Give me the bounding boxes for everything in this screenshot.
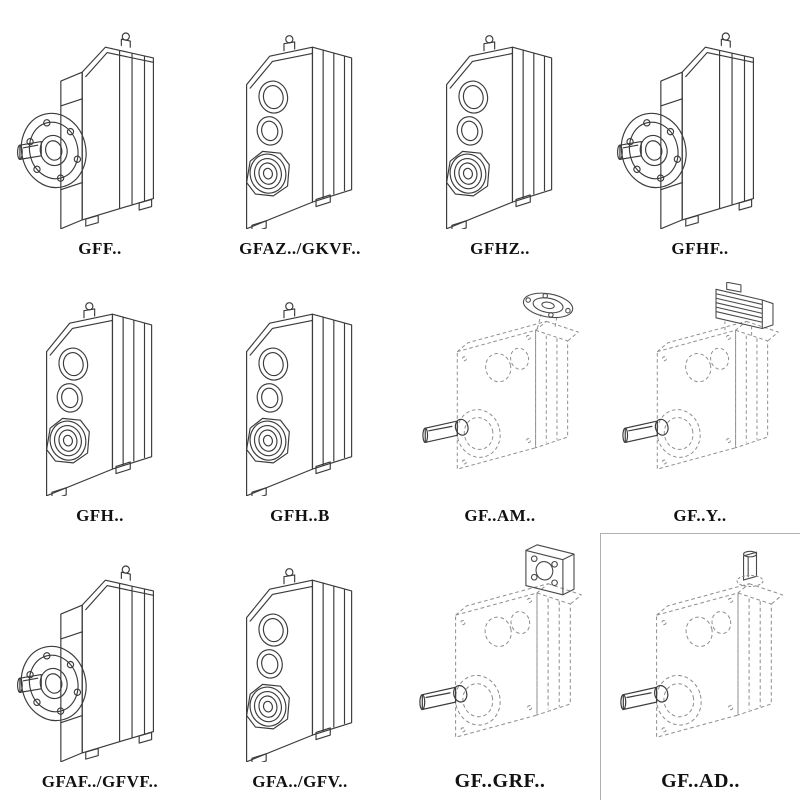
drawing-area	[602, 271, 798, 507]
model-label: GFH..B	[270, 505, 330, 525]
catalog-item: GFHZ..	[400, 0, 600, 267]
phantom-gearbox-top-flange-drawing	[411, 282, 589, 496]
drawing-area	[603, 538, 798, 770]
catalog-item: GFAF../GFVF..	[0, 533, 200, 800]
catalog-item: GFH..	[0, 267, 200, 534]
catalog-item: GFA../GFV..	[200, 533, 400, 800]
hollow-shaft-gearbox-drawing	[445, 35, 553, 229]
hollow-shaft-gearbox-drawing	[45, 301, 153, 496]
flange-solid-shaft-gearbox-drawing	[613, 32, 754, 229]
drawing-area	[202, 537, 398, 773]
model-label: GFA../GFV..	[252, 772, 348, 792]
model-label: GFH..	[76, 505, 124, 525]
catalog-item: GFF..	[0, 0, 200, 267]
drawing-area	[402, 537, 598, 770]
catalog-item: GFHF..	[600, 0, 800, 267]
catalog-item: GFH..B	[200, 267, 400, 534]
hollow-shaft-gearbox-drawing	[245, 35, 353, 229]
drawing-area	[202, 4, 398, 240]
catalog-item: GF..AD..	[600, 533, 800, 800]
model-label: GFHF..	[671, 238, 729, 258]
model-label: GF..AD..	[661, 769, 740, 792]
model-label: GFAZ../GKVF..	[239, 238, 361, 258]
flange-solid-shaft-gearbox-drawing	[13, 32, 154, 229]
phantom-gearbox-input-shaft-drawing	[607, 543, 795, 765]
catalog-item: GF..GRF..	[400, 533, 600, 800]
drawing-area	[2, 537, 198, 773]
phantom-gearbox-adapter-drawing	[406, 543, 594, 765]
model-label: GF..GRF..	[454, 769, 546, 792]
drawing-area	[402, 4, 598, 240]
hollow-shaft-gearbox-drawing	[245, 568, 353, 763]
hollow-shaft-gearbox-drawing	[245, 301, 353, 496]
catalog-item: GF..Y..	[600, 267, 800, 534]
model-label: GFF..	[78, 238, 122, 258]
model-label: GF..Y..	[673, 505, 727, 525]
phantom-gearbox-motor-drawing	[611, 282, 789, 496]
drawing-area	[2, 4, 198, 240]
model-label: GFAF../GFVF..	[41, 772, 159, 792]
flange-solid-shaft-gearbox-drawing	[13, 565, 154, 763]
drawing-area	[202, 271, 398, 507]
catalog-item: GF..AM..	[400, 267, 600, 534]
drawing-area	[2, 271, 198, 507]
drawing-area	[402, 271, 598, 507]
model-label: GFHZ..	[470, 238, 530, 258]
model-label: GF..AM..	[464, 505, 536, 525]
drawing-area	[602, 4, 798, 240]
catalog-item: GFAZ../GKVF..	[200, 0, 400, 267]
